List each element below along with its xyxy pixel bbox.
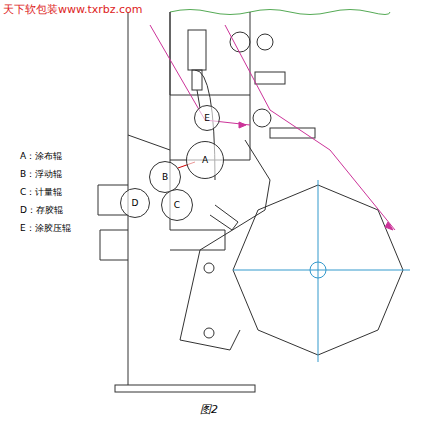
legend-text: C：计量辊 xyxy=(20,186,62,199)
roller: A xyxy=(186,141,224,179)
roller-letter: D xyxy=(132,198,139,208)
caption: 图2 xyxy=(200,402,218,417)
legend-text: B：浮动辊 xyxy=(20,168,62,181)
legend-text: A：涂布辊 xyxy=(20,150,62,163)
roller: D xyxy=(120,188,150,218)
watermark: 天下软包装www.txrbz.com xyxy=(3,2,143,17)
legend-text: E：涂胶压辊 xyxy=(20,222,71,235)
roller-letter: A xyxy=(202,155,208,165)
roller-letter: C xyxy=(174,200,180,210)
roller-letter: E xyxy=(204,113,210,123)
legend-text: D：存胶辊 xyxy=(20,204,63,217)
roller-letter: B xyxy=(162,172,168,182)
roller: C xyxy=(161,189,193,221)
roller: E xyxy=(194,105,220,131)
